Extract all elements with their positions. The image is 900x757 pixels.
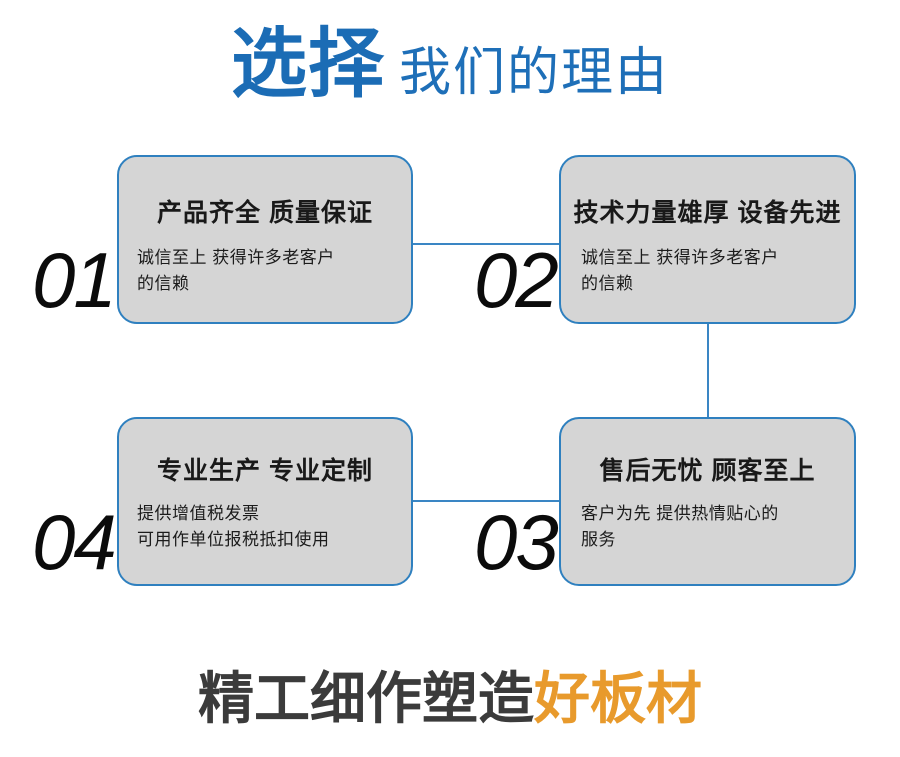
page-title-subtext: 我们的理由 — [398, 44, 669, 102]
reason-card-01[interactable]: 产品齐全 质量保证 诚信至上 获得许多老客户 的信赖 — [117, 155, 413, 324]
connector-card01-to-card02 — [411, 243, 561, 245]
reason-card-01-title: 产品齐全 质量保证 — [157, 199, 373, 227]
reason-card-04-title: 专业生产 专业定制 — [157, 457, 373, 485]
footer-slogan-primary: 精工细作塑造 — [198, 667, 534, 732]
footer-slogan-accent: 好板材 — [534, 667, 702, 732]
page-title: 选择我们的理由 — [0, 26, 900, 102]
reason-card-04-number: 04 — [32, 498, 117, 586]
reason-card-02-title: 技术力量雄厚 设备先进 — [573, 199, 842, 227]
connector-card02-to-card03 — [707, 322, 709, 419]
footer-slogan: 精工细作塑造好板材 — [0, 672, 900, 728]
reason-card-01-body: 诚信至上 获得许多老客户 的信赖 — [137, 248, 335, 294]
reason-card-02-body: 诚信至上 获得许多老客户 的信赖 — [581, 248, 779, 294]
reason-card-02[interactable]: 技术力量雄厚 设备先进 诚信至上 获得许多老客户 的信赖 — [559, 155, 856, 324]
reason-card-03-number: 03 — [474, 498, 559, 586]
reason-card-04[interactable]: 专业生产 专业定制 提供增值税发票 可用作单位报税抵扣使用 — [117, 417, 413, 586]
reason-card-03[interactable]: 售后无忧 顾客至上 客户为先 提供热情贴心的 服务 — [559, 417, 856, 586]
reason-card-02-number: 02 — [474, 236, 559, 324]
reason-card-04-body: 提供增值税发票 可用作单位报税抵扣使用 — [137, 504, 330, 550]
page-title-emphasis: 选择 — [230, 19, 385, 108]
connector-card04-to-card03 — [411, 500, 561, 502]
reason-card-03-body: 客户为先 提供热情贴心的 服务 — [581, 504, 779, 550]
reason-card-03-title: 售后无忧 顾客至上 — [599, 457, 816, 485]
reason-card-01-number: 01 — [32, 236, 117, 324]
